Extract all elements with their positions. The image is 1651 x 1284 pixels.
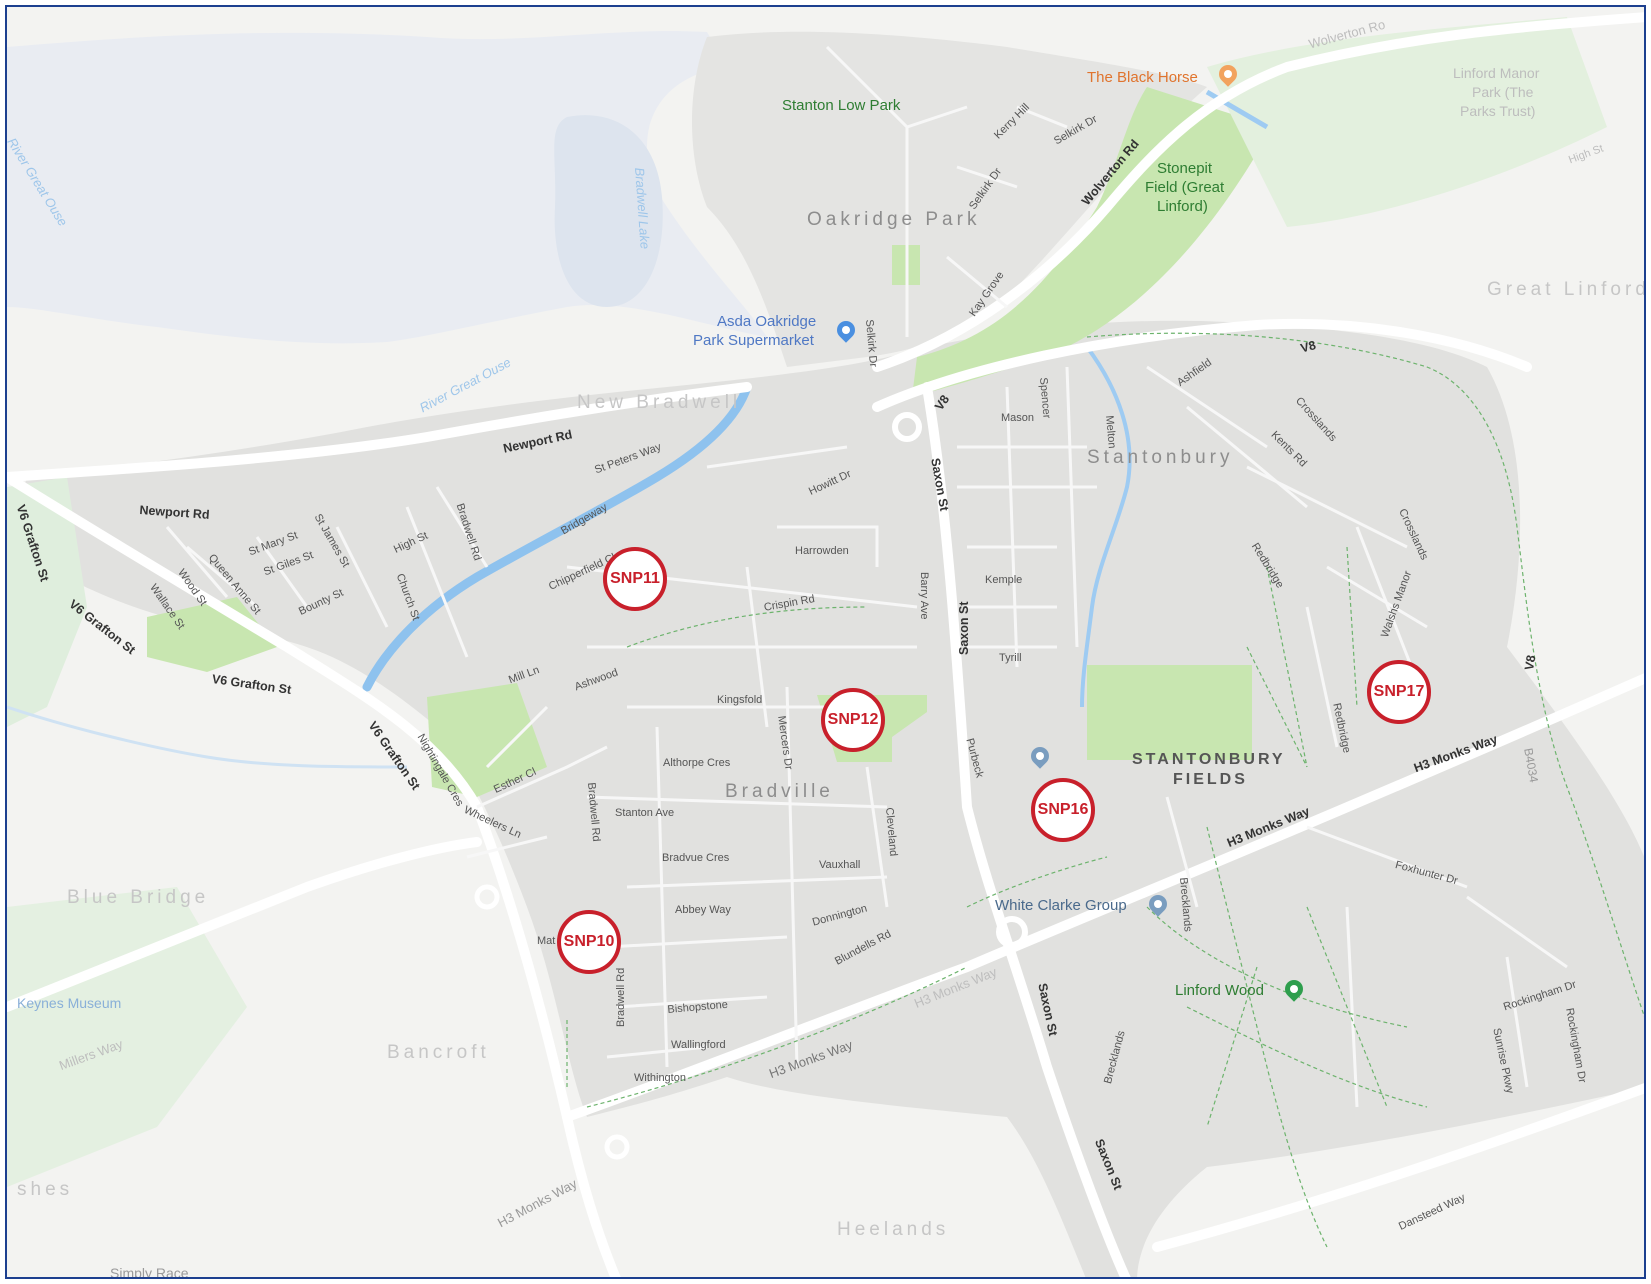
area-label-heelands: Heelands — [837, 1219, 950, 1240]
poi-label-manor-1: Linford Manor — [1453, 65, 1540, 81]
roundabout-grafton — [474, 884, 500, 910]
poi-label-white-clarke: White Clarke Group — [995, 897, 1127, 914]
park-label-linford-wood: Linford Wood — [1175, 982, 1264, 999]
street-label-wallingford: Wallingford — [671, 1039, 726, 1051]
poi-label-asda-1: Asda Oakridge — [717, 313, 817, 330]
roundabout-saxon-monks — [996, 916, 1028, 948]
stream-west — [7, 705, 408, 769]
street-label-tyrill: Tyrill — [999, 652, 1022, 664]
area-label-bradville: Bradville — [725, 781, 834, 802]
poi-label-manor-2: Park (The — [1472, 84, 1534, 100]
street-label-althorpe-cres: Althorpe Cres — [663, 757, 731, 769]
district-label-stantonbury: STANTONBURY — [1132, 751, 1286, 768]
park-label-stonepit-2: Field (Great — [1145, 179, 1225, 196]
street-label-mason: Mason — [1001, 412, 1035, 424]
built-up-oakridge — [692, 31, 1207, 367]
street-label-mat: Mat — [537, 935, 556, 947]
road-v8-north — [872, 318, 1532, 412]
snp12-marker[interactable]: SNP12 — [821, 688, 885, 752]
poi-label-keynes-museum: Keynes Museum — [17, 995, 122, 1011]
snp17-marker-label: SNP17 — [1373, 683, 1425, 700]
built-up-main — [23, 320, 1644, 1277]
poi-label-shes: shes — [17, 1179, 74, 1200]
roundabout-south — [604, 1134, 630, 1160]
area-label-great-linford: Great Linford — [1487, 279, 1646, 300]
area-label-blue-bridge: Blue Bridge — [67, 887, 210, 908]
area-label-bancroft: Bancroft — [387, 1042, 490, 1063]
road-wolverton-north — [872, 12, 1644, 372]
snp11-marker[interactable]: SNP11 — [603, 547, 667, 611]
street-label-stanton-ave: Stanton Ave — [615, 807, 675, 819]
park-faint-north — [1207, 17, 1607, 227]
road-west — [7, 837, 482, 1012]
area-label-new-bradwell: New Bradwell — [577, 392, 742, 413]
street-label-bradwell-rd-south: Bradwell Rd — [615, 967, 627, 1027]
poi-label-black-horse: The Black Horse — [1087, 69, 1198, 86]
road-dansteed — [1152, 1083, 1644, 1252]
roundabout-v8 — [892, 412, 922, 442]
street-label-withington: Withington — [634, 1072, 686, 1084]
street-label-kemple: Kemple — [985, 574, 1023, 586]
snp17-marker[interactable]: SNP17 — [1367, 660, 1431, 724]
poi-label-manor-3: Parks Trust) — [1460, 103, 1536, 119]
park-bradwell-green — [427, 683, 547, 797]
river-great-ouse — [362, 382, 752, 692]
road-newport — [7, 382, 752, 482]
poi-label-simply-race: Simply Race — [110, 1265, 189, 1279]
snp11-marker-label: SNP11 — [610, 570, 660, 587]
map-canvas[interactable] — [7, 7, 1646, 1279]
snp12-marker-label: SNP12 — [827, 711, 879, 728]
road-label-v8-3: V8 — [1522, 653, 1539, 672]
district-label-fields: FIELDS — [1173, 771, 1248, 788]
snp16-marker-label: SNP16 — [1037, 801, 1089, 818]
snp10-marker[interactable]: SNP10 — [557, 910, 621, 974]
map-frame[interactable]: Oakridge Park New Bradwell Stantonbury B… — [5, 5, 1646, 1279]
park-faint-west — [7, 477, 87, 727]
park-stonepit-field — [912, 87, 1272, 397]
road-v8-saxon — [922, 382, 1131, 1277]
street-label-vauxhall: Vauxhall — [819, 859, 861, 871]
park-label-stonepit-3: Linford) — [1157, 198, 1208, 215]
street-label-abbey-way: Abbey Way — [675, 904, 731, 916]
park-faint-south — [7, 887, 247, 1187]
road-v6-grafton — [7, 472, 621, 1277]
snp16-marker[interactable]: SNP16 — [1031, 778, 1095, 842]
poi-label-asda-2: Park Supermarket — [693, 332, 814, 349]
street-label-harrowden: Harrowden — [795, 545, 849, 557]
park-label-stanton-low-park: Stanton Low Park — [782, 97, 901, 114]
street-label-kingsfold: Kingsfold — [717, 694, 763, 706]
park-label-stonepit-1: Stonepit — [1157, 160, 1213, 177]
road-label-saxon-2: Saxon St — [957, 601, 971, 656]
bradwell-lake — [554, 115, 663, 307]
river-channel-east — [1080, 345, 1132, 708]
area-label-oakridge-park: Oakridge Park — [807, 209, 981, 230]
snp10-marker-label: SNP10 — [563, 933, 615, 950]
area-label-stantonbury: Stantonbury — [1087, 447, 1234, 468]
street-label-barry-ave: Barry Ave — [918, 572, 930, 620]
street-label-bradvue-cres: Bradvue Cres — [662, 852, 730, 864]
park-stantonbury-fields — [1087, 665, 1252, 760]
